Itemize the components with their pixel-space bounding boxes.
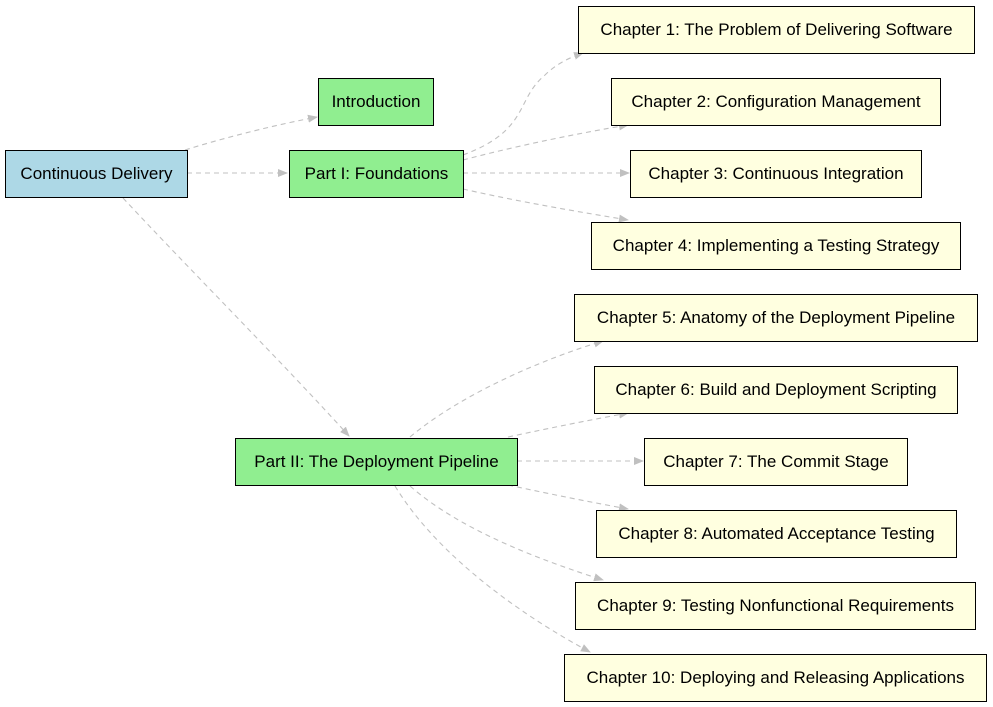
edge-part2-ch6 <box>507 410 629 438</box>
edge-part1-ch4 <box>462 188 629 223</box>
node-chapter-7: Chapter 7: The Commit Stage <box>644 438 908 486</box>
node-introduction: Introduction <box>318 78 434 126</box>
edge-part1-ch2 <box>462 122 629 161</box>
edge-part1-ch1 <box>462 52 584 156</box>
node-chapter-3: Chapter 3: Continuous Integration <box>630 150 922 198</box>
node-chapter-4: Chapter 4: Implementing a Testing Strate… <box>591 222 961 270</box>
edge-part2-ch8 <box>507 484 629 512</box>
node-chapter-10: Chapter 10: Deploying and Releasing Appl… <box>564 654 987 702</box>
node-chapter-8: Chapter 8: Automated Acceptance Testing <box>596 510 957 558</box>
node-chapter-9: Chapter 9: Testing Nonfunctional Require… <box>575 582 976 630</box>
edge-part2-ch5 <box>409 339 604 438</box>
node-chapter-2: Chapter 2: Configuration Management <box>611 78 941 126</box>
edge-root-introduction <box>184 114 318 151</box>
node-part-2-deployment-pipeline: Part II: The Deployment Pipeline <box>235 438 518 486</box>
node-part-1-foundations: Part I: Foundations <box>289 150 464 198</box>
edge-root-part2 <box>122 197 350 437</box>
node-continuous-delivery: Continuous Delivery <box>5 150 188 198</box>
node-chapter-1: Chapter 1: The Problem of Delivering Sof… <box>578 6 975 54</box>
edge-part2-ch10 <box>394 485 591 653</box>
node-chapter-5: Chapter 5: Anatomy of the Deployment Pip… <box>574 294 978 342</box>
node-chapter-6: Chapter 6: Build and Deployment Scriptin… <box>594 366 958 414</box>
edge-part2-ch9 <box>409 485 604 582</box>
